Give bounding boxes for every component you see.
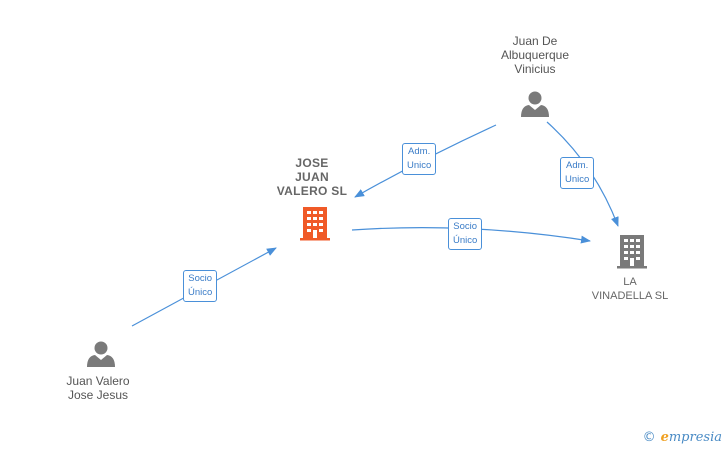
node-label-albuquerque[interactable]: Juan De Albuquerque Vinicius xyxy=(500,34,570,76)
building-icon[interactable] xyxy=(300,207,330,241)
building-icon[interactable] xyxy=(617,235,647,269)
edge-label-adm-unico: Adm. Unico xyxy=(560,157,595,189)
node-label-juan-valero-jose-jesus[interactable]: Juan Valero Jose Jesus xyxy=(66,374,130,402)
brand-name: mpresia xyxy=(668,430,722,445)
edge-label-adm-unico: Adm. Unico xyxy=(402,143,437,175)
person-icon[interactable] xyxy=(87,341,115,368)
brand-logo-initial: e xyxy=(660,430,669,445)
edge-label-socio-unico: Socio Único xyxy=(183,270,218,302)
person-icon[interactable] xyxy=(521,91,549,118)
copyright-icon: © xyxy=(642,430,656,445)
node-label-jose-juan-valero-sl[interactable]: JOSE JUAN VALERO SL xyxy=(276,156,348,198)
brand-watermark: © empresia xyxy=(643,430,722,445)
edge-label-socio-unico: Socio Único xyxy=(448,218,483,250)
node-label-la-vinadella-sl[interactable]: LA VINADELLA SL xyxy=(591,276,669,302)
